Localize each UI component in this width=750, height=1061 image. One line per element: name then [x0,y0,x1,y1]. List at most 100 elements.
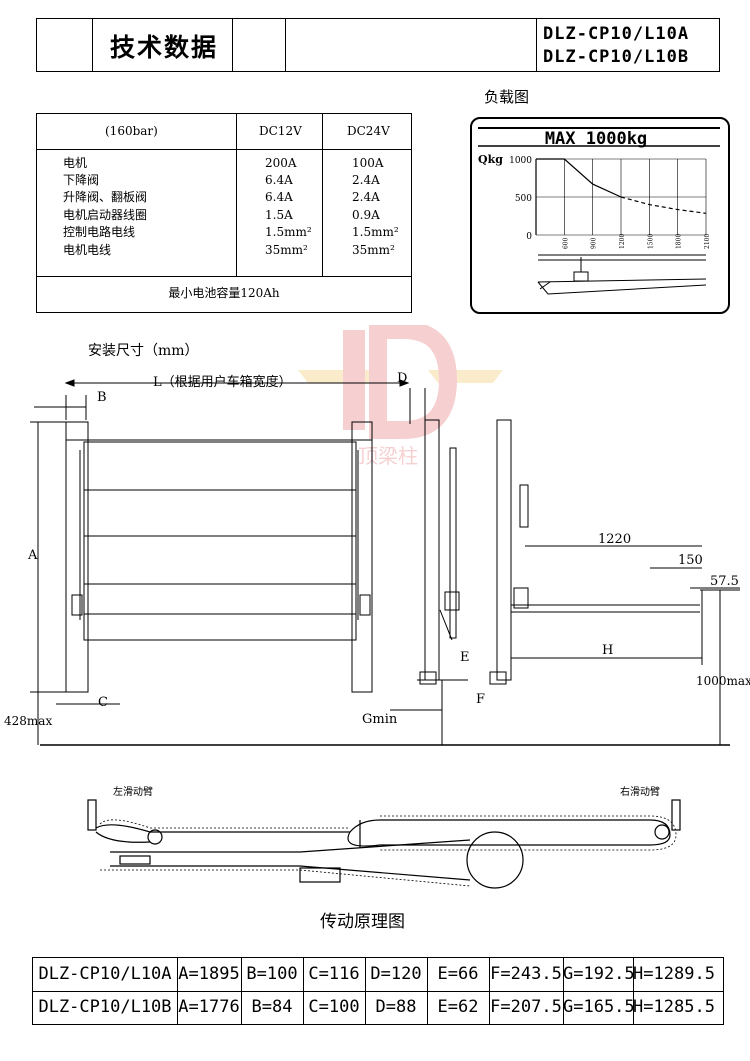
spec-row-24v: 35mm² [352,243,395,257]
spec-row-12v: 200A [265,156,297,170]
table-cell-model: DLZ-CP10/L10A [33,958,178,991]
table-cell-value: E=62 [427,991,490,1024]
spec-row-24v: 2.4A [352,190,380,204]
spec-row: 升降阀、翻板阀 6.4A 2.4A [37,189,411,206]
dim-D-label: D [397,371,408,386]
table-cell-value: H=1289.5 [633,964,715,984]
divider [236,114,237,276]
watermark-text: 顶梁柱 [358,444,418,468]
install-title: 安装尺寸（mm） [88,343,199,359]
load-graph-ylabel: Qkg [478,153,503,166]
spec-row-24v: 100A [352,156,384,170]
left-arm-label: 左滑动臂 [113,787,153,798]
load-plot: 1000 500 0 600 900 1200 1500 1800 2100 [509,156,711,249]
x-tick-label: 1200 [619,234,626,249]
spec-row: 电机电线 35mm² 35mm² [37,242,411,259]
table-cell-value: H=1285.5 [633,997,715,1017]
spec-row: 下降阀 6.4A 2.4A [37,172,411,189]
dim-F-label: F [476,692,486,707]
spec-pressure: (160bar) [105,124,158,138]
dim-A-label: A [28,548,38,563]
dim-C-label: C [98,695,108,710]
header-blank-cell [37,19,93,71]
spec-col-24v: DC24V [347,124,390,138]
spec-row-12v: 35mm² [265,243,308,257]
spec-row-name: 电机启动器线圈 [63,208,148,222]
spec-row-24v: 2.4A [352,173,380,187]
x-tick-label: 2100 [704,234,711,249]
spec-row-24v: 1.5mm² [352,225,399,239]
header-model-a: DLZ-CP10/L10A [543,24,690,44]
x-tick-label: 600 [562,237,569,249]
divider [37,276,411,277]
header-blank-cell [233,19,286,71]
spec-col-12v: DC12V [259,124,302,138]
spec-row-12v: 1.5mm² [265,225,312,239]
load-curve [536,158,622,198]
transmission-title: 传动原理图 [320,912,405,932]
divider [37,149,411,150]
header-model-b: DLZ-CP10/L10B [543,47,690,67]
header-title-cell: 技术数据 [92,19,233,71]
dim-1000-label: 1000max [696,674,750,688]
spec-row-name: 升降阀、翻板阀 [63,190,148,204]
watermark-logo: 顶梁柱 [298,325,503,468]
table-cell-value: A=1776 [177,991,242,1024]
x-tick-label: 900 [591,237,598,249]
dim-B-label: B [97,390,107,405]
spec-row-12v: 6.4A [265,190,293,204]
x-tick-label: 1800 [676,234,683,249]
dim-E-label: E [460,650,470,665]
table-cell-value: D=120 [365,958,428,991]
table-cell-value: B=84 [241,991,304,1024]
dim-G-label: Gmin [362,712,398,727]
table-cell-value: A=1895 [177,958,242,991]
spec-header-row: (160bar) DC12V DC24V [37,123,411,140]
spec-row-12v: 6.4A [265,173,293,187]
spec-row: 电机 200A 100A [37,155,411,172]
table-cell-value: G=192.5 [563,958,635,991]
spec-row-24v: 0.9A [352,208,380,222]
header-table: 技术数据 DLZ-CP10/L10A DLZ-CP10/L10B [36,18,720,72]
installation-drawing [30,379,740,746]
dim-428-label: 428max [4,714,53,728]
spec-row: 控制电路电线 1.5mm² 1.5mm² [37,224,411,241]
y-tick-label: 1000 [509,156,532,166]
load-graph-title: 负载图 [484,88,530,106]
table-cell-value: C=100 [303,991,366,1024]
transmission-diagram [87,799,681,889]
y-tick-label: 500 [515,194,532,204]
table-cell-value: D=88 [365,991,428,1024]
header-blank-cell [286,19,537,71]
header-title: 技术数据 [110,33,219,62]
spec-row: 电机启动器线圈 1.5A 0.9A [37,207,411,224]
dim-H-label: H [602,643,614,658]
dim-1220-label: 1220 [598,532,632,547]
table-cell-model: DLZ-CP10/L10B [33,991,178,1024]
x-tick-label: 1500 [647,234,654,249]
table-cell-value: B=100 [241,958,304,991]
load-curve-extension [620,196,707,214]
divider [322,114,323,276]
load-graph-box [470,117,730,314]
table-cell-value: F=243.5 [489,958,564,991]
dim-575-label: 57.5 [710,574,739,589]
spec-row-12v: 1.5A [265,208,293,222]
table-cell-value: C=116 [303,958,366,991]
y-tick-label: 0 [526,232,532,242]
table-cell-value: G=165.5 [563,991,635,1024]
spec-row-name: 控制电路电线 [63,225,136,239]
spec-row-name: 电机 [63,156,88,170]
right-arm-label: 右滑动臂 [620,787,660,798]
spec-footer: 最小电池容量120Ah [168,286,280,300]
load-graph: MAX 1000kg Qkg 1000 500 0 600 900 1200 1500 180… [478,127,720,295]
spec-row-name: 电机电线 [63,243,112,257]
load-graph-banner: MAX 1000kg [545,129,647,149]
lift-diagram-icon [537,254,707,295]
spec-row-name: 下降阀 [63,173,100,187]
dim-150-label: 150 [678,553,703,568]
table-cell-value: E=66 [427,958,490,991]
